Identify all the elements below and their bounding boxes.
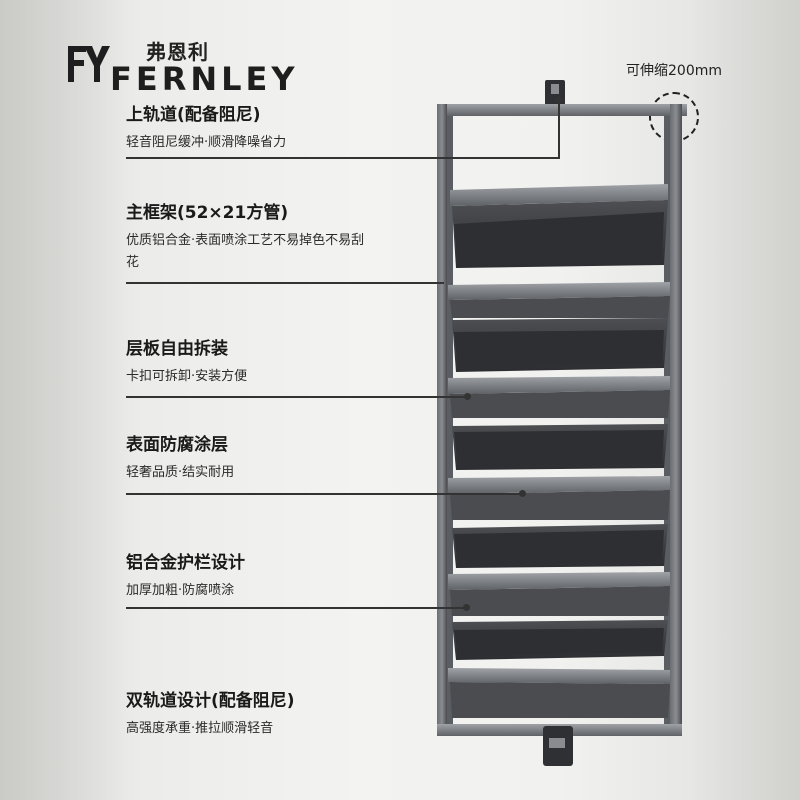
feature-title: 铝合金护栏设计	[126, 553, 245, 573]
feature-title: 双轨道设计(配备阻尼)	[126, 691, 295, 711]
background-haze-right	[690, 0, 800, 800]
leader-line	[126, 607, 466, 609]
leader-dot	[519, 490, 526, 497]
fy-monogram-logo-icon	[68, 46, 110, 82]
brand-name-en: FERNLEY	[110, 60, 299, 98]
background-haze-left	[0, 0, 130, 800]
leader-dot	[555, 96, 562, 103]
feature-aluminum-guardrail: 铝合金护栏设计 加厚加粗·防腐喷涂	[126, 552, 376, 602]
left-upright	[437, 104, 447, 736]
feature-desc: 卡扣可拆卸·安装方便	[126, 369, 248, 384]
right-upright	[670, 104, 682, 736]
feature-dual-rail: 双轨道设计(配备阻尼) 高强度承重·推拉顺滑轻音	[126, 690, 376, 740]
leader-line	[126, 396, 466, 398]
feature-desc: 高强度承重·推拉顺滑轻音	[126, 721, 274, 736]
feature-anticorrosion-coating: 表面防腐涂层 轻奢品质·结实耐用	[126, 434, 376, 484]
feature-title: 上轨道(配备阻尼)	[126, 105, 261, 125]
leader-dot	[463, 604, 470, 611]
feature-desc: 优质铝合金·表面喷涂工艺不易掉色不易刮花	[126, 233, 365, 270]
feature-title: 表面防腐涂层	[126, 435, 228, 455]
extend-note: 可伸缩200mm	[626, 63, 722, 79]
leader-line	[126, 157, 560, 159]
feature-desc: 轻奢品质·结实耐用	[126, 465, 235, 480]
feature-title: 主框架(52×21方管)	[126, 203, 289, 223]
top-bar	[437, 104, 687, 116]
leader-line	[126, 282, 444, 284]
leader-line	[126, 493, 522, 495]
leader-line-vertical	[558, 100, 560, 158]
brand-name-cn: 弗恩利	[146, 40, 209, 64]
feature-desc: 加厚加粗·防腐喷涂	[126, 583, 235, 598]
feature-main-frame: 主框架(52×21方管) 优质铝合金·表面喷涂工艺不易掉色不易刮花	[126, 202, 376, 274]
leader-dot	[464, 393, 471, 400]
feature-desc: 轻音阻尼缓冲·顺滑降噪省力	[126, 135, 287, 150]
feature-title: 层板自由拆装	[126, 339, 228, 359]
feature-top-rail: 上轨道(配备阻尼) 轻音阻尼缓冲·顺滑降噪省力	[126, 104, 376, 154]
shelf-trays	[448, 184, 670, 718]
feature-removable-shelves: 层板自由拆装 卡扣可拆卸·安装方便	[126, 338, 376, 388]
